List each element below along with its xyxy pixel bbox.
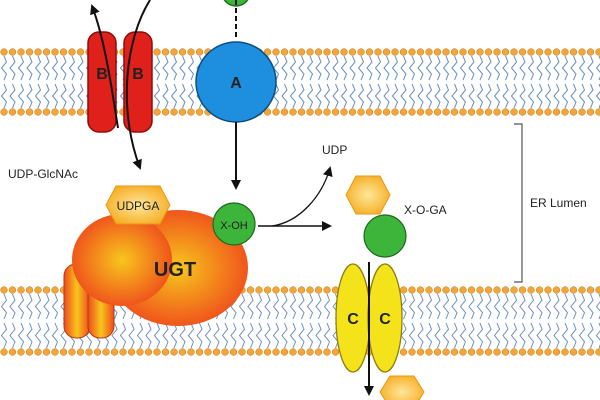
x-oh-label: X-OH bbox=[220, 220, 248, 232]
ugt-enzyme: UGT bbox=[63, 210, 248, 339]
er-lumen-label: ER Lumen bbox=[530, 196, 587, 210]
x-oh-molecule bbox=[212, 202, 256, 246]
exported-hexagon bbox=[379, 375, 425, 400]
transporter-b-left bbox=[87, 31, 117, 133]
transporter-b-right-label: B bbox=[132, 66, 144, 83]
ugt-body-left bbox=[72, 214, 172, 306]
x-o-ga-molecule bbox=[363, 214, 407, 258]
transporter-c-left-label: C bbox=[347, 311, 359, 328]
udpga-label: UDPGA bbox=[117, 199, 160, 213]
udp-label: UDP bbox=[322, 143, 347, 157]
transporter-c: C C bbox=[335, 263, 403, 373]
udpga-hexagon bbox=[105, 185, 171, 225]
transporter-b-right bbox=[123, 31, 153, 133]
udp-out-arrow bbox=[90, 4, 119, 129]
udp-release-arrow bbox=[271, 166, 333, 227]
transporter-c-right-label: C bbox=[379, 311, 391, 328]
x-o-ga-label: X-O-GA bbox=[404, 203, 447, 217]
udp-glcnac-label: UDP-GlcNAc bbox=[8, 167, 78, 181]
transporter-b: B B bbox=[87, 31, 153, 133]
enzyme-a-label: A bbox=[230, 75, 242, 92]
x-o-ga-hexagon bbox=[345, 175, 391, 215]
udp-glcnac-in-arrow bbox=[125, 0, 151, 170]
ugt-label: UGT bbox=[154, 259, 196, 281]
transporter-b-left-label: B bbox=[96, 66, 108, 83]
er-lumen-bracket bbox=[514, 123, 523, 283]
